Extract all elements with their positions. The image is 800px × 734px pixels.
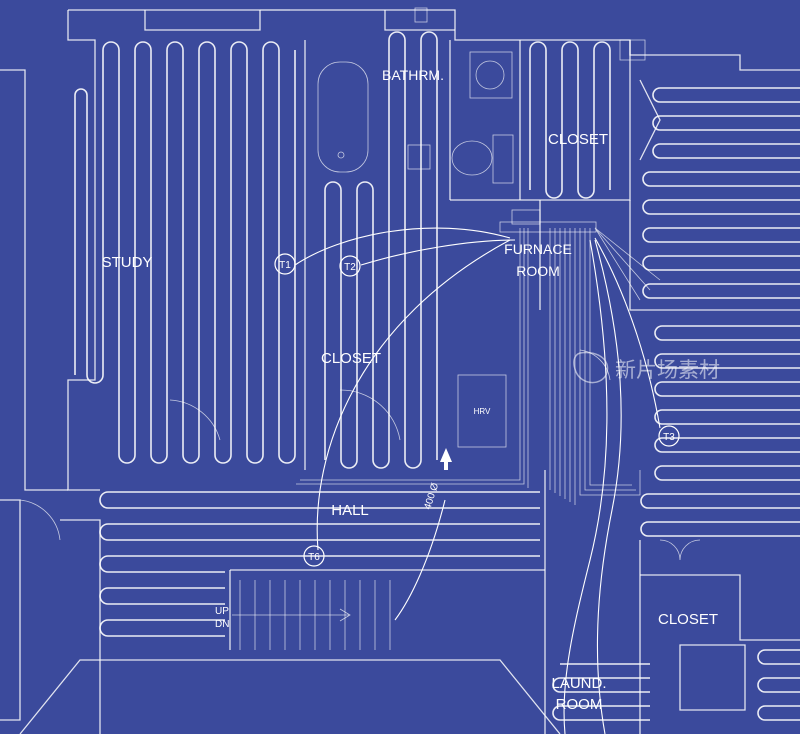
closet-center-label: CLOSET xyxy=(321,350,381,367)
hrv-unit xyxy=(457,374,507,448)
thermostat-wiring xyxy=(294,227,661,734)
laundry-label-line2: ROOM xyxy=(556,696,603,713)
door-swings xyxy=(19,349,701,561)
hrv-label: HRV xyxy=(474,407,491,416)
manifold-feed-lines xyxy=(296,221,661,505)
stair-down-label: DN xyxy=(215,619,229,630)
stair-up-label: UP xyxy=(215,606,229,617)
thermostat-t1-label: T1 xyxy=(279,260,291,271)
laundry-label-line1: LAUND. xyxy=(551,675,606,692)
thermostat-t1-icon xyxy=(274,253,296,275)
hall-label: HALL xyxy=(331,502,369,519)
bathtub-icon xyxy=(317,61,369,173)
toilet-bowl-icon xyxy=(451,140,493,176)
thermostat-t3-label: T3 xyxy=(663,432,675,443)
supply-arrow-icon xyxy=(440,448,452,470)
furnace-room-label-line2: ROOM xyxy=(516,263,560,279)
watermark-logo-icon xyxy=(573,351,609,384)
fixtures xyxy=(317,7,541,448)
watermark-text: 新片场素材 xyxy=(615,359,720,382)
vent-cap-icon xyxy=(414,7,428,23)
furnace-unit xyxy=(511,209,541,225)
thermostat-t2-label: T2 xyxy=(344,262,356,273)
thermostat-t6-label: T6 xyxy=(308,552,320,563)
study-label: STUDY xyxy=(102,254,153,271)
closet-top-right-label: CLOSET xyxy=(548,131,608,148)
toilet-tank xyxy=(492,134,514,184)
bathroom-label: BATHRM. xyxy=(382,67,444,83)
closet-bottom-right-label: CLOSET xyxy=(658,611,718,628)
room-labels: STUDY BATHRM. CLOSET FURNACE ROOM CLOSET… xyxy=(102,67,718,713)
drain-icon xyxy=(337,151,345,159)
sink-counter xyxy=(469,51,513,99)
walls xyxy=(0,9,800,734)
furnace-room-label-line1: FURNACE xyxy=(504,241,572,257)
thermostat-t2-icon xyxy=(339,255,361,277)
staircase: UP DN xyxy=(215,580,391,650)
thermostat-t3-icon xyxy=(658,425,680,447)
thermostat-t6-icon xyxy=(303,545,325,567)
sink-bowl-icon xyxy=(475,60,505,90)
floor-register xyxy=(407,144,431,170)
thermostats: T1 T2 T3 T6 xyxy=(274,253,680,567)
radiant-heating-loops xyxy=(74,31,800,721)
watermark: 新片场素材 xyxy=(573,351,720,384)
manifold xyxy=(499,221,597,233)
